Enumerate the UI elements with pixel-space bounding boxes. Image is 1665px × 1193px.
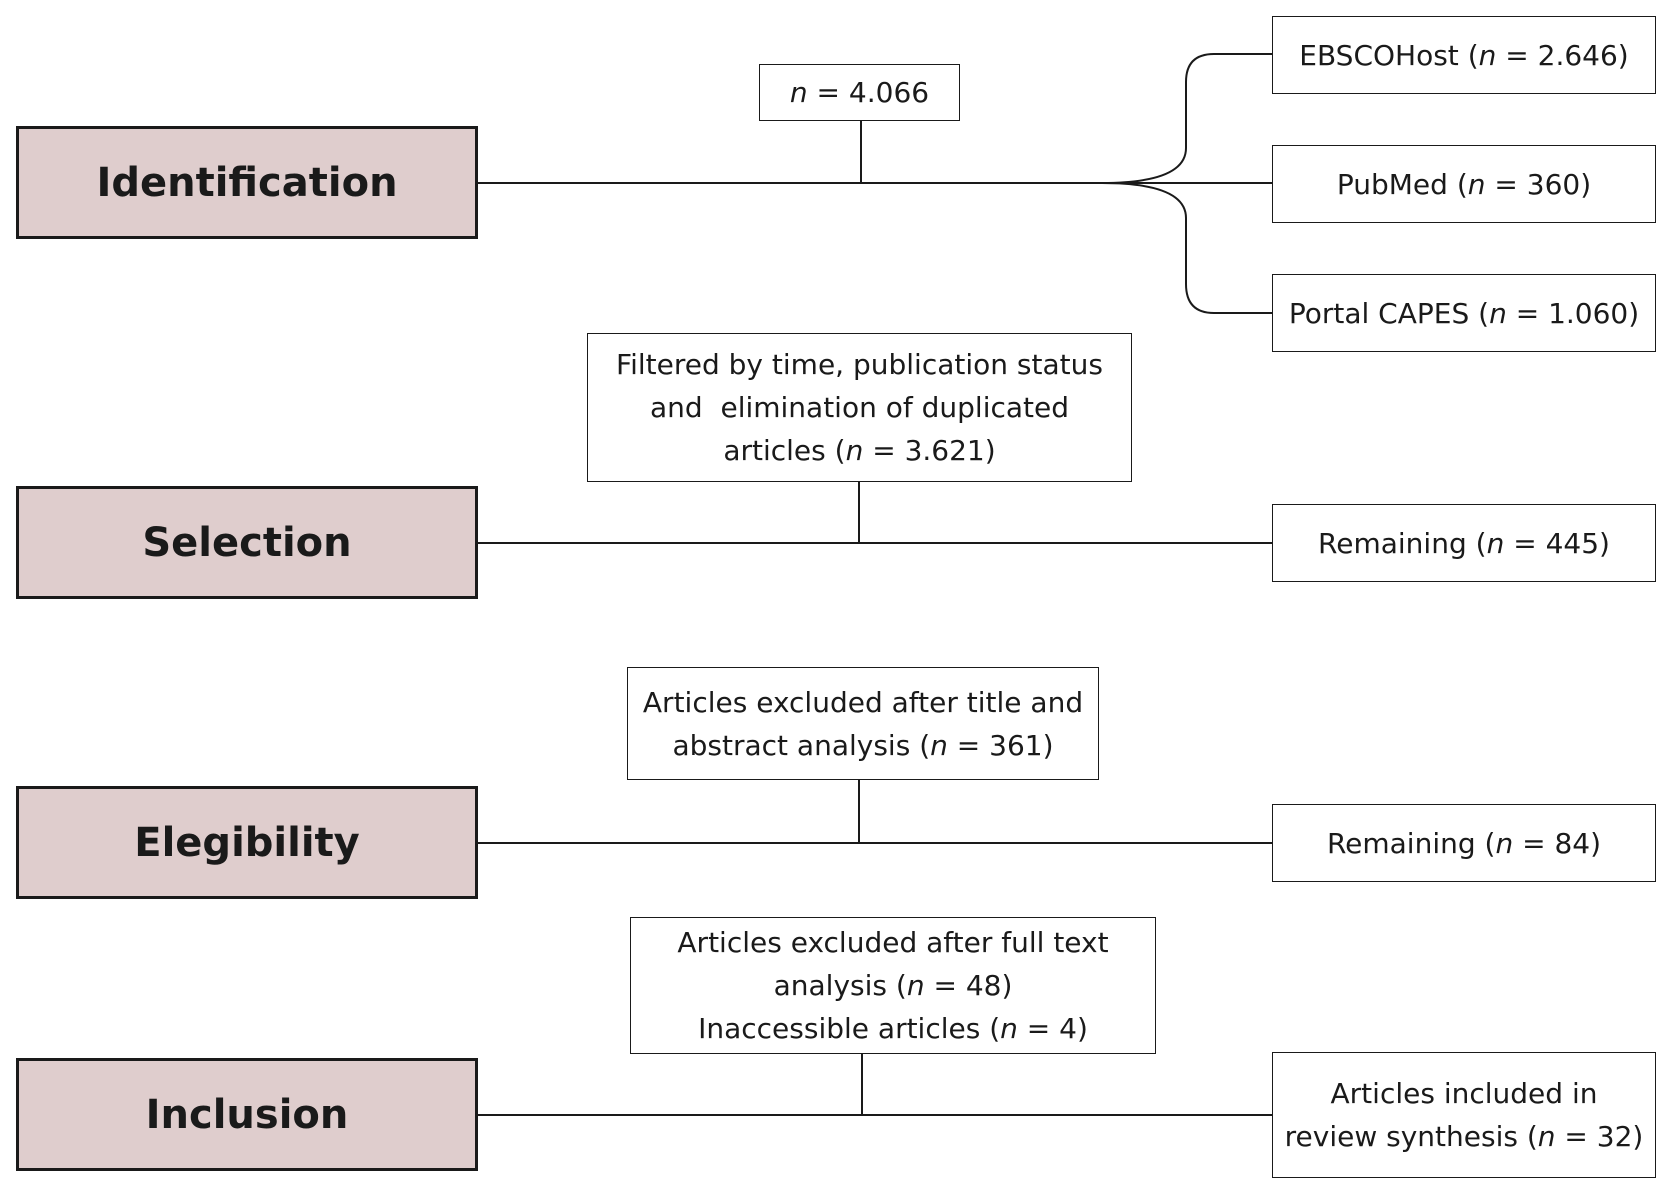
remaining-count: = 84): [1513, 826, 1602, 860]
included-line-1: Articles included in: [1330, 1077, 1598, 1110]
source-box-portal-capes: Portal CAPES (n = 1.060): [1272, 274, 1656, 352]
n-variable: n: [1495, 826, 1514, 860]
eligibility-excluded-box: Articles excluded after title and abstra…: [627, 667, 1099, 780]
source-name: Portal CAPES (: [1288, 296, 1490, 330]
stage-eligibility-label: Elegibility: [134, 819, 360, 866]
source-count: = 1.060): [1506, 296, 1640, 330]
n-variable: n: [930, 728, 948, 762]
included-line-2-text: review synthesis (: [1284, 1120, 1538, 1153]
n-variable: n: [1467, 167, 1486, 201]
identification-brace-bottom: [1101, 182, 1272, 314]
stage-inclusion-label: Inclusion: [145, 1091, 349, 1138]
excluded-line-2: abstract analysis (n = 361): [672, 724, 1053, 767]
n-variable: n: [1000, 1012, 1018, 1045]
excluded-count: = 48): [924, 969, 1013, 1002]
source-box-pubmed: PubMed (n = 360): [1272, 145, 1656, 223]
inclusion-included-box: Articles included in review synthesis (n…: [1272, 1052, 1656, 1178]
selection-filter-box: Filtered by time, publication status and…: [587, 333, 1132, 482]
excluded-count: = 361): [947, 728, 1054, 762]
excluded-line-2-text: analysis (: [773, 969, 907, 1002]
stage-eligibility: Elegibility: [16, 786, 478, 899]
eligibility-remaining-box: Remaining (n = 84): [1272, 804, 1656, 882]
identification-total-box: n = 4.066: [759, 64, 960, 121]
source-name: EBSCOHost (: [1299, 38, 1479, 72]
filter-line-3: articles (n = 3.621): [723, 429, 995, 472]
included-line-2: review synthesis (n = 32): [1285, 1115, 1644, 1158]
source-name: PubMed (: [1336, 167, 1468, 201]
stage-identification: Identification: [16, 126, 478, 239]
excluded-line-1: Articles excluded after title and: [642, 685, 1084, 719]
excluded-line-3-text: Inaccessible articles (: [698, 1012, 1001, 1045]
stage-selection: Selection: [16, 486, 478, 599]
source-count: = 2.646): [1496, 38, 1629, 72]
remaining-count: = 445): [1504, 526, 1610, 560]
identification-brace: [1101, 53, 1272, 184]
stage-selection-label: Selection: [142, 519, 352, 566]
n-variable: n: [789, 76, 808, 109]
stage-inclusion: Inclusion: [16, 1058, 478, 1171]
inaccessible-count: = 4): [1017, 1012, 1088, 1045]
excluded-line-3: Inaccessible articles (n = 4): [698, 1007, 1088, 1050]
excluded-line-2: analysis (n = 48): [774, 964, 1013, 1007]
total-count: = 4.066: [807, 76, 930, 109]
source-box-ebscohost: EBSCOHost (n = 2.646): [1272, 16, 1656, 94]
filter-line-1: Filtered by time, publication status: [616, 348, 1103, 381]
n-variable: n: [1537, 1120, 1556, 1153]
excluded-line-1: Articles excluded after full text: [677, 926, 1109, 959]
source-count: = 360): [1485, 167, 1592, 201]
n-variable: n: [845, 434, 864, 467]
remaining-label: Remaining (: [1326, 826, 1496, 860]
stage-identification-label: Identification: [96, 159, 398, 206]
n-variable: n: [1489, 296, 1507, 330]
n-variable: n: [906, 969, 925, 1002]
remaining-label: Remaining (: [1318, 526, 1487, 560]
n-variable: n: [1486, 526, 1505, 560]
excluded-line-2-text: abstract analysis (: [672, 728, 931, 762]
filter-count: = 3.621): [863, 434, 996, 467]
filter-line-2: and elimination of duplicated: [649, 391, 1070, 424]
n-variable: n: [1478, 38, 1497, 72]
filter-line-3-text: articles (: [723, 434, 846, 467]
selection-remaining-box: Remaining (n = 445): [1272, 504, 1656, 582]
inclusion-excluded-box: Articles excluded after full text analys…: [630, 917, 1156, 1054]
included-count: = 32): [1555, 1120, 1644, 1153]
